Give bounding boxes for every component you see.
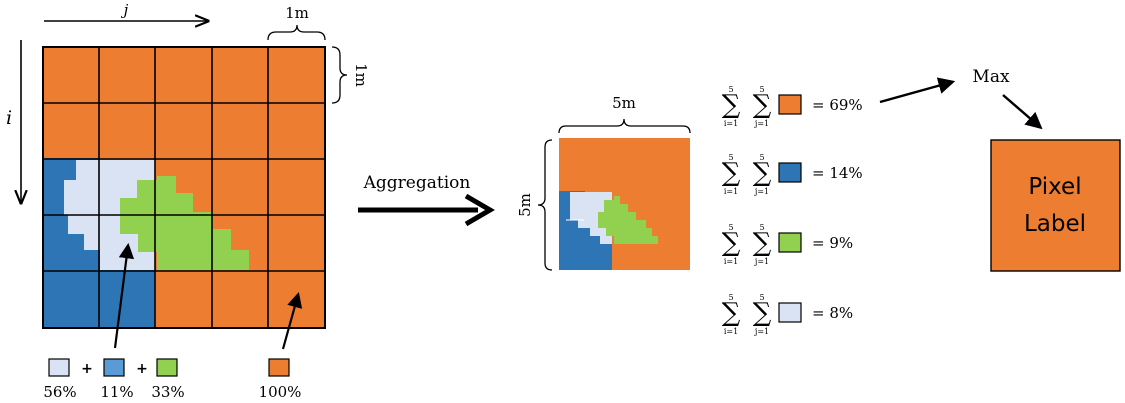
sum-swatch <box>778 302 802 323</box>
fine-resolution-grid: j i 1m 1m <box>6 1 370 350</box>
sum-swatch <box>778 232 802 253</box>
sum-result: = 69% <box>812 96 863 114</box>
pixel-label-line2: Label <box>1024 211 1086 237</box>
sum-j-upper: 5 <box>759 293 764 302</box>
pixel-label-line1: Pixel <box>1028 174 1081 200</box>
legend-plus-1: + <box>81 361 93 377</box>
cell-height-brace <box>331 46 348 104</box>
sum-result: = 9% <box>812 234 853 252</box>
j-axis-label: j <box>121 1 129 19</box>
max-label: Max <box>972 67 1010 87</box>
aggregation-step: Aggregation <box>358 173 495 227</box>
sum-i-lower: i=1 <box>724 119 738 128</box>
legend-light-blue-pct: 56% <box>43 383 76 401</box>
max-out-arrow <box>1002 94 1043 130</box>
sum-i-upper: 5 <box>728 85 733 94</box>
legend-orange-pct: 100% <box>259 383 302 401</box>
sum-j-upper: 5 <box>759 153 764 162</box>
sum-i-upper: 5 <box>728 153 733 162</box>
sum-j-lower: j=1 <box>754 257 769 266</box>
sum-j-symbol: ∑ <box>753 90 772 120</box>
cell-width-label: 1m <box>285 4 309 22</box>
legend-swatch-mid-blue <box>103 358 125 377</box>
pixel-label-box <box>990 139 1121 272</box>
legend-swatch-green <box>156 358 178 377</box>
sum-swatch <box>778 94 802 115</box>
class-fraction-sums: 5∑i=15∑j=1= 69%5∑i=15∑j=1= 14%5∑i=15∑j=1… <box>722 85 863 336</box>
cell-height-label: 1m <box>352 63 370 87</box>
sum-i-symbol: ∑ <box>722 298 741 328</box>
sum-j-lower: j=1 <box>754 187 769 196</box>
aggregated-height-label: 5m <box>516 193 534 217</box>
cell-width-brace <box>267 24 326 41</box>
sum-i-upper: 5 <box>728 223 733 232</box>
aggregated-pixel: 5m 5m <box>516 94 691 271</box>
aggregated-green-region <box>598 196 658 244</box>
max-in-arrow <box>879 77 956 104</box>
mixed-cell-pointer-arrow <box>113 242 135 349</box>
aggregated-light-blue-region <box>570 192 612 244</box>
aggregated-height-brace <box>537 139 553 271</box>
legend-green-pct: 33% <box>151 383 184 401</box>
sum-row-blue: 5∑i=15∑j=1= 14% <box>722 153 863 196</box>
sum-j-lower: j=1 <box>754 327 769 336</box>
sum-swatch <box>778 162 802 183</box>
aggregated-width-label: 5m <box>612 94 636 112</box>
sum-i-symbol: ∑ <box>722 90 741 120</box>
legend-swatch-orange <box>268 358 290 377</box>
sum-result: = 8% <box>812 304 853 322</box>
legend-mid-blue-pct: 11% <box>100 383 133 401</box>
sum-j-lower: j=1 <box>754 119 769 128</box>
sum-j-symbol: ∑ <box>753 228 772 258</box>
sum-row-green: 5∑i=15∑j=1= 9% <box>722 223 853 266</box>
sum-j-upper: 5 <box>759 223 764 232</box>
grid-green-region <box>120 176 249 270</box>
sum-row-orange: 5∑i=15∑j=1= 69% <box>722 85 863 128</box>
sum-j-upper: 5 <box>759 85 764 94</box>
aggregation-arrow-head <box>464 193 495 227</box>
sum-i-symbol: ∑ <box>722 228 741 258</box>
aggregated-width-brace <box>558 118 691 134</box>
sum-row-light-blue: 5∑i=15∑j=1= 8% <box>722 293 853 336</box>
grid-lines <box>42 46 326 329</box>
cell-composition-legend: + + 56% 11% 33% 100% <box>43 358 302 401</box>
legend-swatch-light-blue <box>48 358 70 377</box>
sum-i-upper: 5 <box>728 293 733 302</box>
pure-cell-pointer-arrow <box>281 292 303 350</box>
legend-plus-2: + <box>136 361 148 377</box>
i-axis-label: i <box>6 107 12 129</box>
sum-i-lower: i=1 <box>724 327 738 336</box>
sum-j-symbol: ∑ <box>753 298 772 328</box>
aggregation-label: Aggregation <box>363 173 471 193</box>
sum-i-lower: i=1 <box>724 187 738 196</box>
sum-i-lower: i=1 <box>724 257 738 266</box>
sum-i-symbol: ∑ <box>722 158 741 188</box>
sum-result: = 14% <box>812 164 863 182</box>
sum-j-symbol: ∑ <box>753 158 772 188</box>
max-selection: Max Pixel Label <box>879 67 1121 272</box>
